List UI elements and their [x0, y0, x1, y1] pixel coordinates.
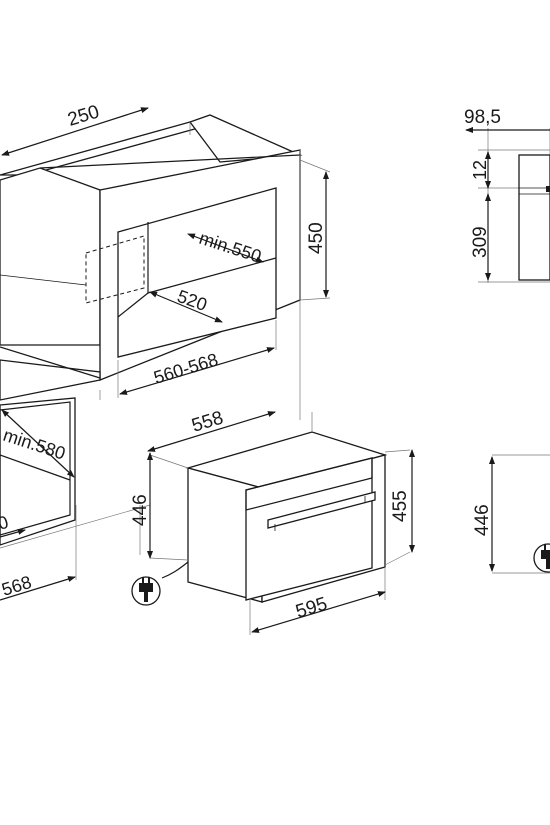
dim-niche-top-depth: 250 [65, 101, 101, 130]
dim-lower-niche-partial: 0 [0, 512, 11, 534]
dim-side-front-depth: 98,5 [464, 107, 501, 128]
dim-niche-height: 450 [306, 222, 327, 254]
dim-lower-niche-width: 568 [0, 572, 34, 600]
dim-oven-side-height: 446 [130, 494, 151, 526]
power-plug-icon-side [533, 543, 550, 573]
dim-side-top-gap: 12 [470, 160, 490, 180]
dim-side-height: 309 [470, 226, 491, 258]
side-view-bottom: 446 [472, 454, 550, 574]
dim-oven-depth: 558 [189, 407, 225, 436]
power-plug-icon [131, 576, 161, 606]
dim-side-bottom-height: 446 [472, 504, 493, 536]
side-view-top: 98,5 12 309 [464, 107, 550, 283]
dim-oven-height: 455 [390, 490, 411, 522]
oven-drawing [149, 412, 411, 635]
dim-oven-width: 595 [293, 593, 329, 622]
